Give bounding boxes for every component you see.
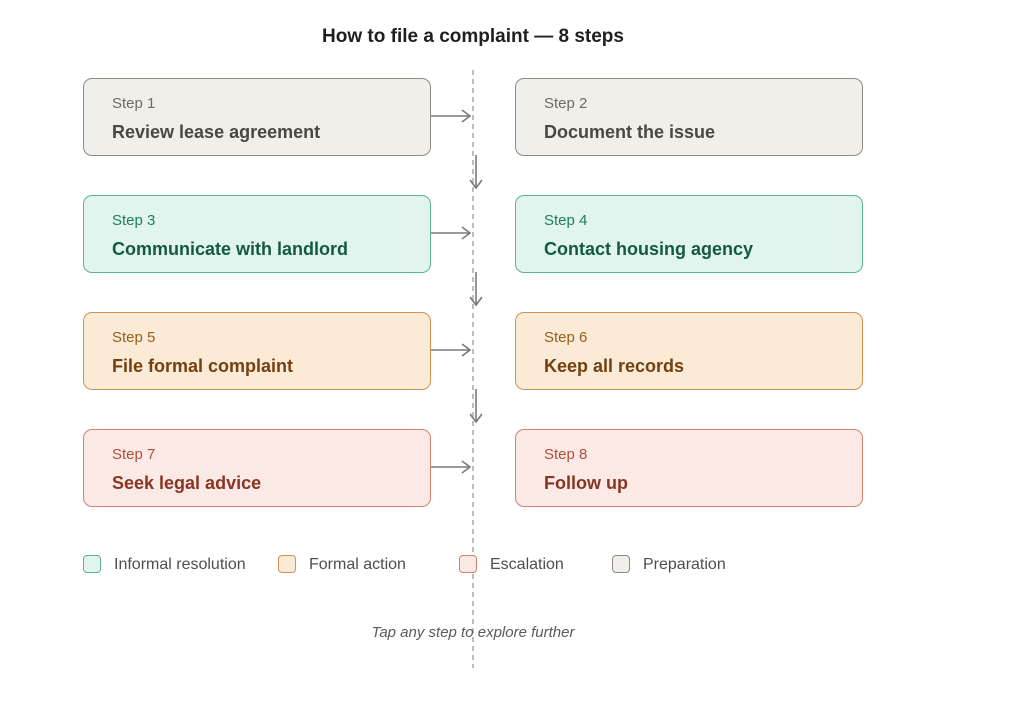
arrow-step1-to-step2 xyxy=(431,109,472,123)
arrow-step5-to-step6 xyxy=(431,343,472,357)
diagram-title: How to file a complaint — 8 steps xyxy=(322,26,624,47)
arrow-row2-to-row3 xyxy=(469,272,483,307)
step-number: Step 5 xyxy=(112,329,156,346)
arrow-row3-to-row4 xyxy=(469,389,483,424)
legend-swatch-preparation xyxy=(612,555,630,573)
step-label: Contact housing agency xyxy=(544,239,754,259)
step-card-7[interactable]: Step 7 Seek legal advice xyxy=(83,429,431,507)
step-label: Seek legal advice xyxy=(112,473,262,493)
arrow-row1-to-row2 xyxy=(469,155,483,190)
step-number: Step 6 xyxy=(544,329,588,346)
arrow-step3-to-step4 xyxy=(431,226,472,240)
legend-label: Informal resolution xyxy=(114,556,246,573)
step-number: Step 3 xyxy=(112,212,156,229)
step-number: Step 2 xyxy=(544,95,588,112)
step-number: Step 1 xyxy=(112,95,156,112)
step-label: Follow up xyxy=(544,473,628,493)
step-number: Step 8 xyxy=(544,446,588,463)
arrow-step7-to-step8 xyxy=(431,460,472,474)
step-card-3[interactable]: Step 3 Communicate with landlord xyxy=(83,195,431,273)
step-card-8[interactable]: Step 8 Follow up xyxy=(515,429,863,507)
legend-swatch-escalation xyxy=(459,555,477,573)
legend-label: Preparation xyxy=(643,556,726,573)
step-card-5[interactable]: Step 5 File formal complaint xyxy=(83,312,431,390)
step-card-1[interactable]: Step 1 Review lease agreement xyxy=(83,78,431,156)
step-label: Review lease agreement xyxy=(112,122,321,142)
explore-hint: Tap any step to explore further xyxy=(371,624,575,641)
step-card-4[interactable]: Step 4 Contact housing agency xyxy=(515,195,863,273)
step-label: Keep all records xyxy=(544,356,685,376)
legend-label: Escalation xyxy=(490,556,564,573)
step-label: Communicate with landlord xyxy=(112,239,349,259)
legend-swatch-formal xyxy=(278,555,296,573)
legend-label: Formal action xyxy=(309,556,406,573)
step-label: Document the issue xyxy=(544,122,716,142)
step-number: Step 4 xyxy=(544,212,588,229)
step-label: File formal complaint xyxy=(112,356,294,376)
legend-swatch-informal xyxy=(83,555,101,573)
step-card-2[interactable]: Step 2 Document the issue xyxy=(515,78,863,156)
step-number: Step 7 xyxy=(112,446,156,463)
step-card-6[interactable]: Step 6 Keep all records xyxy=(515,312,863,390)
